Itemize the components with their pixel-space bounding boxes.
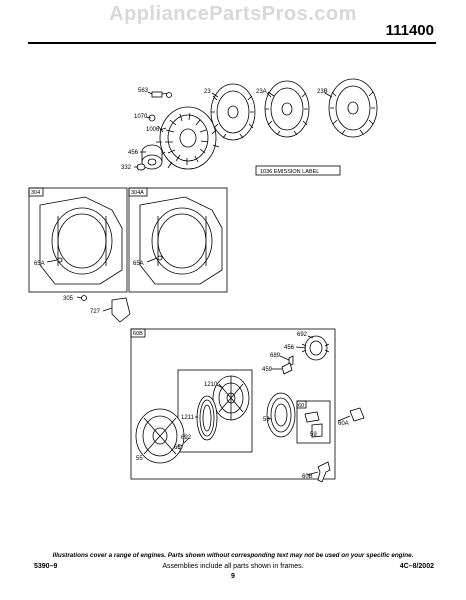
page-number: 9: [231, 573, 235, 580]
footer-code: 5390–9: [34, 563, 58, 570]
label-563: 563: [138, 88, 149, 94]
label-692-b: 692: [181, 435, 192, 441]
label-305: 305: [63, 296, 74, 302]
footer-assemblies-note: Assemblies include all parts shown in fr…: [162, 563, 304, 570]
part-304A-blower-housing: [139, 196, 223, 285]
label-60B-box: 60B: [133, 331, 143, 337]
label-55: 55: [136, 456, 143, 462]
footer-date: 4C–8/2002: [399, 563, 434, 570]
watermark: AppliancePartsPros.com: [109, 3, 357, 25]
part-23-fan-plate: [210, 83, 256, 141]
label-304-box: 304: [31, 190, 40, 196]
label-459: 459: [262, 367, 273, 373]
part-60A-handle: [349, 407, 365, 422]
label-332: 332: [121, 165, 132, 171]
label-304A-box: 304A: [131, 190, 144, 196]
emission-label-box: [255, 165, 341, 176]
part-55-starter-housing: [135, 408, 185, 464]
footer-disclaimer: Illustrations cover a range of engines. …: [52, 552, 414, 559]
label-23: 23: [204, 89, 211, 95]
label-456: 456: [128, 150, 139, 156]
part-727-guard: [111, 297, 131, 323]
part-23A-fan-plate: [264, 80, 310, 138]
label-59: 59: [310, 432, 317, 438]
part-304-blower-housing: [39, 196, 123, 285]
flywheel-group: [136, 78, 378, 176]
part-456-starter-cup: [141, 144, 163, 170]
diagram-number: 111400: [385, 22, 434, 39]
label-727: 727: [90, 309, 101, 315]
pulley-subassembly-frame: [177, 369, 253, 453]
handle-subassembly-frame: [296, 400, 331, 444]
label-65A-2: 65A: [133, 261, 144, 267]
label-23B: 23B: [317, 89, 328, 95]
part-60B-handle: [317, 461, 331, 483]
header-divider: [28, 42, 436, 44]
box-304-frame: [28, 187, 128, 293]
label-689: 689: [270, 353, 281, 359]
part-305-screw: [81, 295, 87, 301]
label-65: 65: [174, 445, 181, 451]
part-1211-rope-coil: [196, 395, 218, 441]
box-304A-frame: [128, 187, 228, 293]
label-1211: 1211: [181, 415, 195, 421]
part-58-recoil-spring: [266, 392, 296, 438]
label-1070: 1070: [134, 114, 148, 120]
part-692-pulley: [301, 335, 330, 361]
label-23A: 23A: [256, 89, 267, 95]
label-456-b: 456: [284, 345, 295, 351]
label-60A: 60A: [338, 421, 349, 427]
label-1036-emission: 1036 EMISSION LABEL: [260, 169, 319, 175]
label-692: 692: [297, 332, 308, 338]
label-65A-1: 65A: [34, 261, 45, 267]
label-60B: 60B: [302, 474, 313, 480]
label-1006: 1006: [146, 127, 160, 133]
label-58: 58: [263, 417, 270, 423]
label-60: 60: [298, 403, 304, 409]
part-1006-flywheel: [156, 106, 220, 170]
label-1210: 1210: [204, 382, 218, 388]
part-23B-fan-plate: [328, 78, 378, 138]
part-563-illustration: [151, 91, 172, 98]
part-1210-pulley: [212, 375, 250, 421]
box-60B-frame: [130, 328, 336, 480]
